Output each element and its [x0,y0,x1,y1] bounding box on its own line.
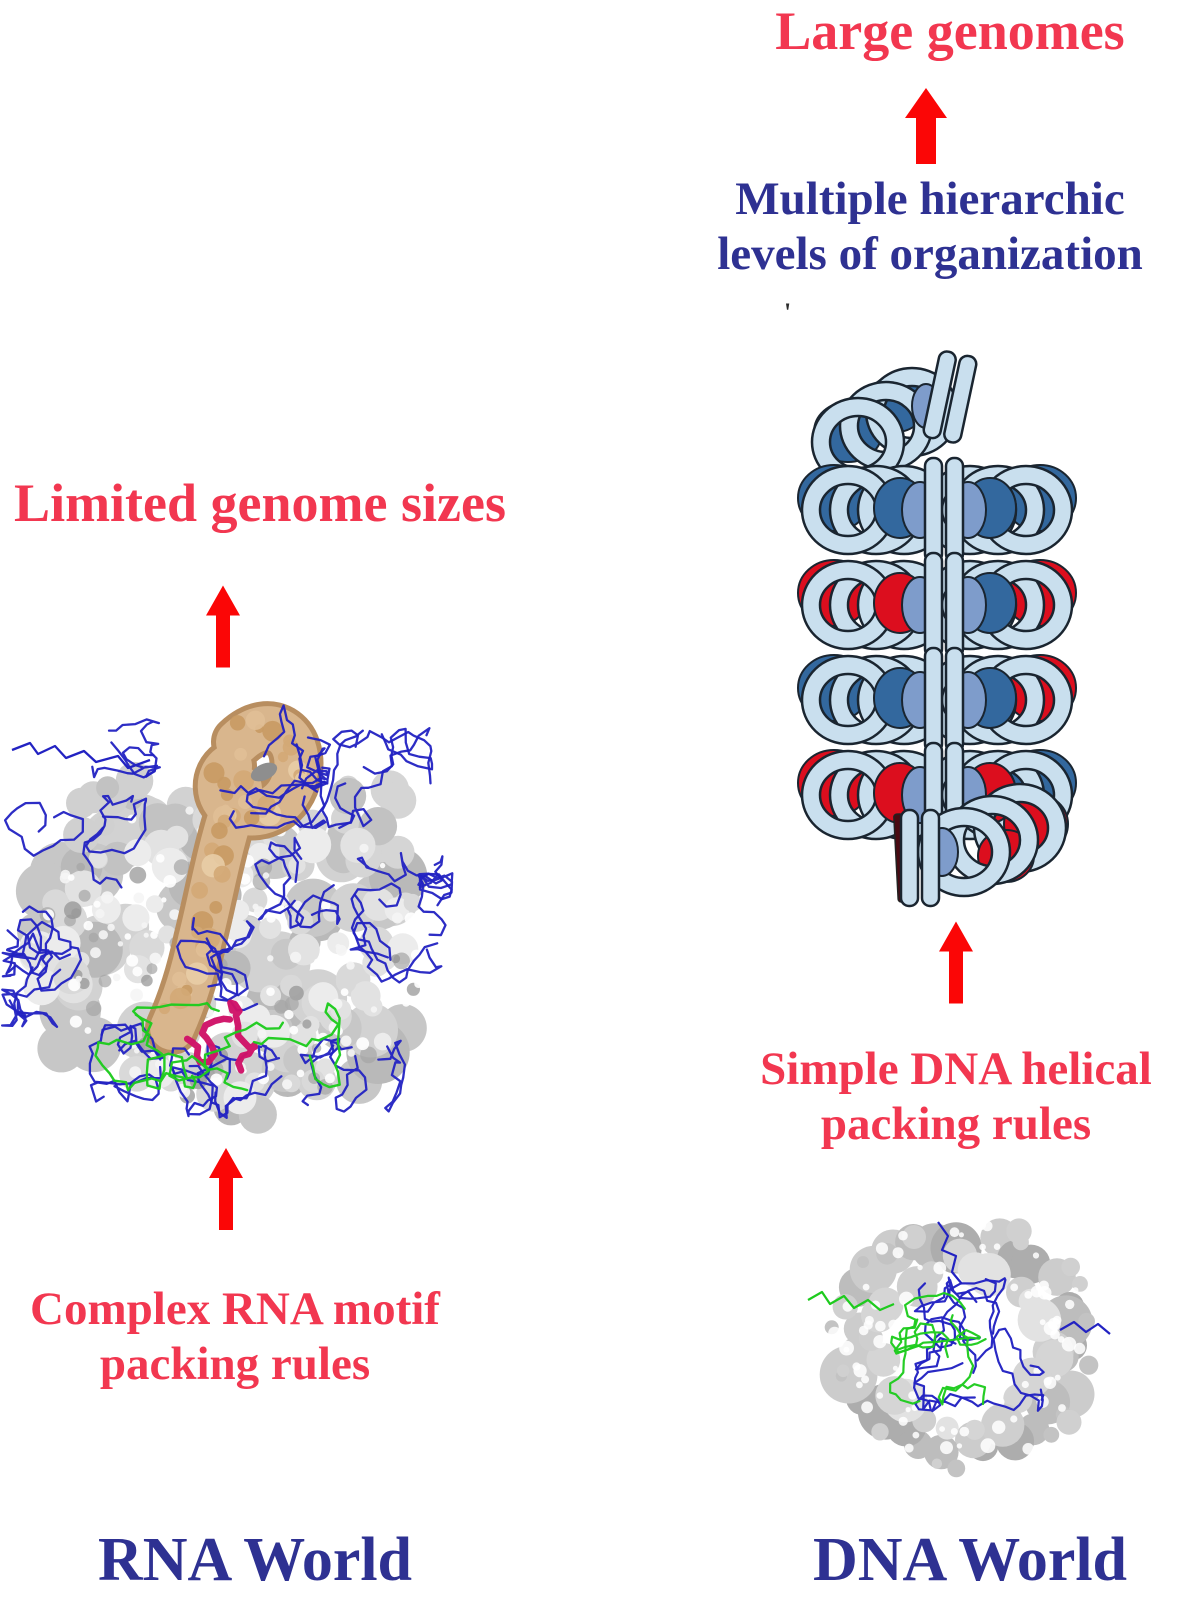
multiple-hierarchic-line2: levels of organization [717,228,1143,281]
up-arrow-mid-right [939,921,973,1004]
simple-dna-line2: packing rules [820,1098,1092,1151]
up-arrow-icon [939,921,973,1009]
limited-genome-sizes-label: Limited genome sizes [10,472,510,536]
nucleosome-structure-image [807,1218,1111,1478]
simple-dna-helical-label: Simple DNA helical packing rules [706,1042,1180,1153]
simple-dna-line1: Simple DNA helical [760,1043,1152,1095]
stray-tick-mark: ' [784,298,792,327]
ribosome-structure-image [0,701,454,1134]
multiple-hierarchic-line1: Multiple hierarchic [735,173,1125,225]
complex-rna-line2: packing rules [99,1338,371,1391]
dna-world-text: DNA World [812,1526,1128,1594]
up-arrow-left-lower [209,1148,243,1230]
rna-world-label: RNA World [40,1524,470,1597]
multiple-hierarchic-label: Multiple hierarchic levels of organizati… [680,172,1180,283]
up-arrow-left-upper [206,585,240,668]
up-arrow-icon [209,1148,243,1235]
up-arrow-icon [905,88,947,169]
up-arrow-top-right [905,88,947,164]
up-arrow-icon [206,585,240,673]
large-genomes-label: Large genomes [700,0,1180,64]
rna-world-text: RNA World [97,1526,413,1594]
large-genomes-text: Large genomes [775,1,1125,61]
dna-world-label: DNA World [720,1524,1180,1597]
complex-rna-line1: Complex RNA motif [30,1283,440,1335]
chromatin-fiber-illustration [797,350,1077,908]
limited-genome-sizes-text: Limited genome sizes [14,473,506,533]
complex-rna-motif-label: Complex RNA motif packing rules [0,1282,470,1393]
